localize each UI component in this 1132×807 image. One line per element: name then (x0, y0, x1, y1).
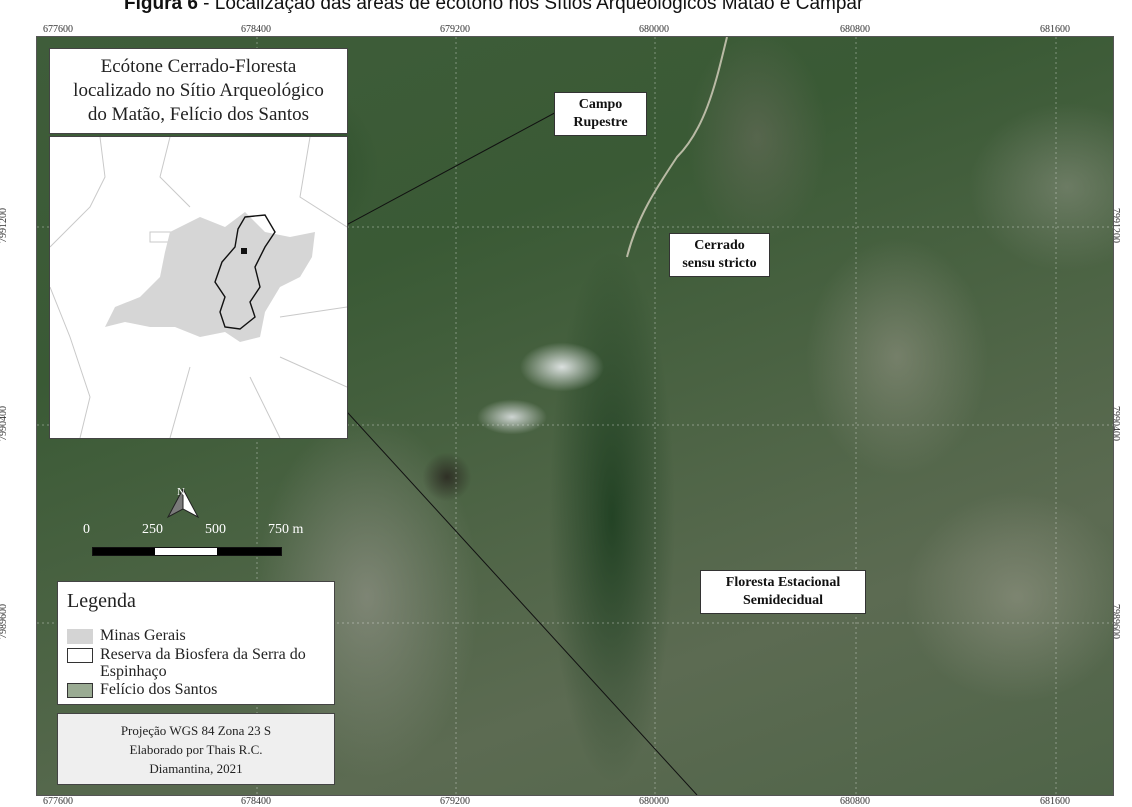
y-tick-left: 7989600 (0, 604, 9, 639)
y-tick-left: 7991200 (0, 208, 9, 243)
x-tick-bottom: 681600 (1040, 796, 1070, 807)
x-tick-top: 680800 (840, 24, 870, 35)
x-tick-bottom: 680800 (840, 796, 870, 807)
map-title-line: Ecótone Cerrado-Floresta (100, 56, 297, 77)
map-title-line: localizado no Sítio Arqueológico (73, 80, 324, 101)
credit-box: Projeção WGS 84 Zona 23 S Elaborado por … (57, 713, 335, 785)
x-tick-bottom: 677600 (43, 796, 73, 807)
legend-swatch (67, 629, 93, 644)
north-arrow-letter: N (177, 486, 185, 498)
legend-item: Minas Gerais (67, 627, 186, 644)
x-tick-top: 678400 (241, 24, 271, 35)
trail-path (626, 37, 728, 258)
x-tick-top: 677600 (43, 24, 73, 35)
minas-gerais-shape (105, 212, 315, 342)
label-text: Campo (578, 97, 623, 112)
label-text: sensu stricto (682, 256, 757, 271)
legend-swatch (67, 683, 93, 698)
scale-label: 0 (83, 522, 90, 537)
label-text: Rupestre (573, 115, 628, 130)
figure-caption: Figura 6 - Localização das áreas de ecót… (0, 0, 1132, 15)
x-tick-top: 680000 (639, 24, 669, 35)
map-title-line: do Matão, Felício dos Santos (87, 104, 310, 125)
felicio-dos-santos-marker (241, 248, 247, 254)
figure-number: Figura 6 (124, 0, 198, 14)
label-cerrado: Cerrado sensu stricto (669, 233, 770, 277)
legend-box: Legenda Minas Gerais Reserva da Biosfera… (57, 581, 335, 705)
legend-swatch (67, 648, 93, 663)
x-tick-top: 679200 (440, 24, 470, 35)
locator-inset-map[interactable] (49, 136, 348, 439)
scale-label: 750 m (268, 522, 304, 537)
label-text: Semidecidual (742, 593, 824, 608)
credit-line: Elaborado por Thais R.C. (129, 741, 263, 757)
label-campo-rupestre: Campo Rupestre (554, 92, 647, 136)
y-tick-left: 7990400 (0, 406, 9, 441)
legend-item: Reserva da Biosfera da Serra do Espinhaç… (67, 646, 327, 680)
credit-line: Projeção WGS 84 Zona 23 S (120, 722, 272, 738)
credit-line: Diamantina, 2021 (149, 760, 243, 776)
label-text: Cerrado (694, 238, 745, 253)
north-arrow-icon (166, 488, 200, 519)
x-tick-bottom: 679200 (440, 796, 470, 807)
x-tick-bottom: 680000 (639, 796, 669, 807)
legend-title: Legenda (67, 590, 136, 612)
label-floresta-estacional: Floresta Estacional Semidecidual (700, 570, 866, 614)
legend-label: Reserva da Biosfera da Serra do Espinhaç… (100, 646, 306, 680)
scale-label: 250 (142, 522, 163, 537)
label-text: Floresta Estacional (725, 575, 841, 590)
espinhaco-reserve-outline (214, 214, 276, 330)
scale-bar (92, 547, 282, 556)
scale-label: 500 (205, 522, 226, 537)
map-title-box: Ecótone Cerrado-Floresta localizado no S… (49, 48, 348, 134)
legend-label: Felício dos Santos (100, 681, 218, 698)
x-tick-top: 681600 (1040, 24, 1070, 35)
x-tick-bottom: 678400 (241, 796, 271, 807)
inset-svg (49, 136, 348, 439)
legend-item: Felício dos Santos (67, 681, 217, 698)
legend-label: Minas Gerais (100, 627, 186, 644)
figure-caption-text: - Localização das áreas de ecótono nos S… (197, 0, 864, 14)
